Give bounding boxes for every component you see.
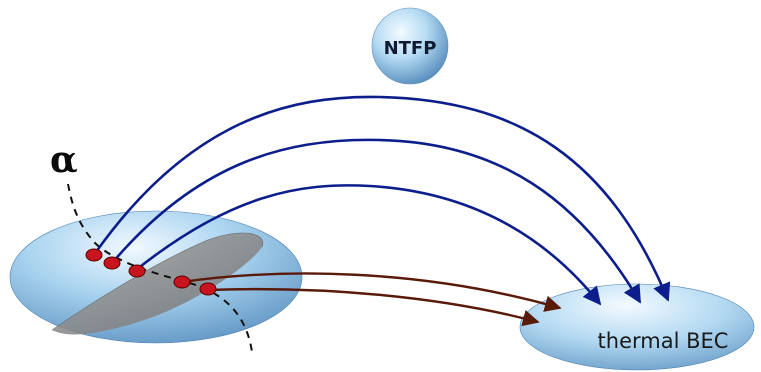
thermal-bec-ellipsoid: thermal BEC (519, 283, 755, 371)
red-points (85, 248, 217, 296)
red-point-3 (128, 264, 146, 278)
alpha-label: α (50, 139, 78, 181)
section-plane (52, 232, 263, 335)
red-point-1 (85, 248, 103, 262)
ntfp-sphere: NTFP (371, 7, 449, 85)
blue-arrows (94, 95, 671, 306)
blue-arrow-3 (135, 184, 602, 306)
red-point-2 (103, 256, 121, 270)
brown-arrow-1 (181, 272, 562, 312)
red-point-5 (199, 282, 217, 296)
brown-arrow-2 (207, 287, 540, 327)
brown-arrows (181, 272, 562, 327)
blue-arrow-2 (112, 138, 642, 304)
thermal-bec-label: thermal BEC (598, 329, 729, 353)
red-point-4 (173, 275, 191, 289)
source-ellipsoid (9, 210, 303, 344)
blue-arrow-1 (94, 95, 671, 302)
ntfp-label: NTFP (384, 38, 437, 59)
